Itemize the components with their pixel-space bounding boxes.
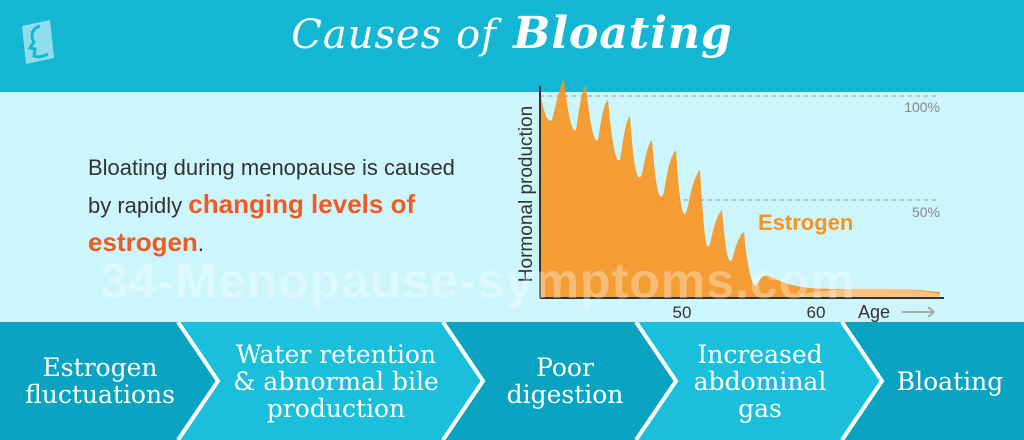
intro-after: .	[197, 231, 204, 256]
chevron-3	[634, 322, 679, 440]
title-bold: Bloating	[513, 8, 733, 59]
ytick-100: 100%	[904, 99, 940, 115]
chevron-2	[441, 322, 486, 440]
step-water-retention: Water retention & abnormal bile producti…	[233, 339, 439, 423]
xtick-60: 60	[807, 303, 826, 322]
step-increased-gas: Increased abdominal gas	[693, 339, 827, 423]
arrow-right-icon	[902, 306, 936, 318]
chevron-4	[840, 322, 885, 440]
process-steps	[0, 322, 1024, 440]
watermark: 34-Menopause-symptoms.com	[100, 253, 856, 309]
xtick-50: 50	[673, 303, 692, 322]
estrogen-area	[540, 80, 940, 298]
step-bg-2	[178, 322, 483, 440]
header-bar: Causes of Bloating	[0, 0, 1024, 92]
chevron-1	[176, 322, 221, 440]
step-bg-1	[0, 322, 218, 440]
page-title: Causes of Bloating	[0, 8, 1024, 59]
content-panel	[0, 92, 1024, 320]
step-bg-5	[842, 322, 1024, 440]
step-bg-4	[636, 322, 882, 440]
estrogen-area-fade	[800, 288, 940, 298]
series-label-estrogen: Estrogen	[758, 210, 853, 235]
title-light: Causes of	[291, 12, 497, 58]
ytick-50: 50%	[912, 204, 940, 220]
estrogen-chart: Hormonal production 100% 50% Estrogen 50…	[516, 80, 944, 322]
intro-before: Bloating during menopause is caused by r…	[88, 155, 455, 218]
step-bg-3	[443, 322, 676, 440]
step-estrogen-fluctuations: Estrogen fluctuations	[25, 353, 175, 409]
x-axis-label: Age	[858, 302, 890, 322]
intro-text: Bloating during menopause is caused by r…	[88, 150, 468, 262]
face-profile-icon	[22, 20, 54, 64]
y-axis-label: Hormonal production	[516, 106, 537, 282]
step-poor-digestion: Poor digestion	[506, 353, 624, 409]
intro-highlight: changing levels of estrogen	[88, 189, 416, 257]
step-bloating: Bloating	[896, 366, 1004, 396]
